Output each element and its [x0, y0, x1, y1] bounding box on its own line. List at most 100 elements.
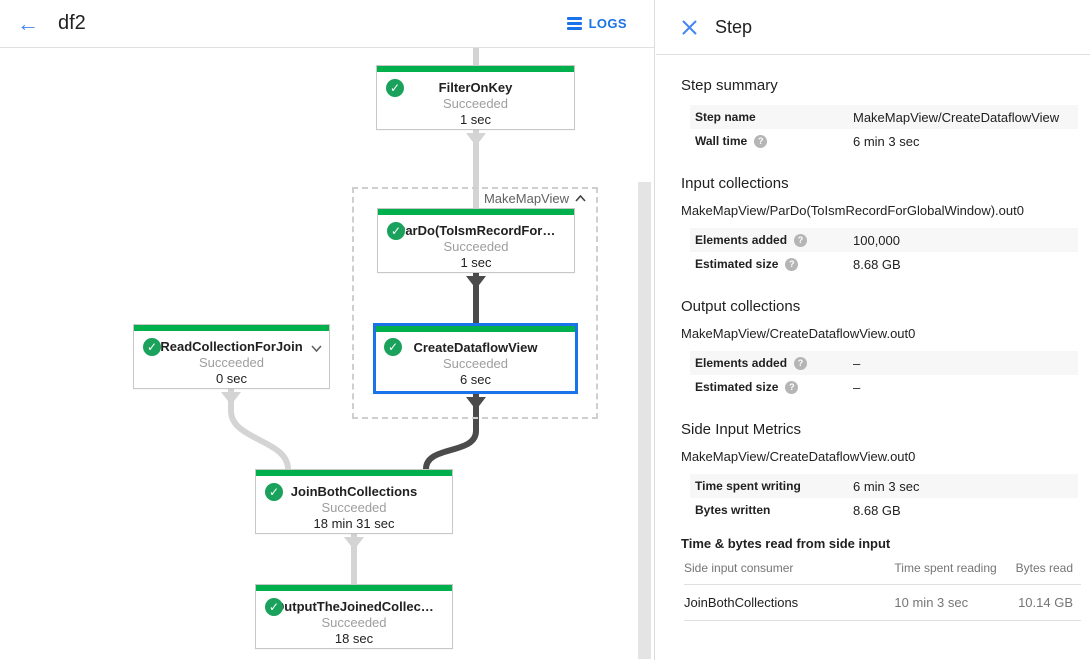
graph-scrollbar[interactable] [638, 182, 651, 659]
arrowhead [466, 133, 486, 146]
success-check-icon: ✓ [386, 79, 404, 97]
job-title: df2 [58, 12, 86, 34]
help-icon[interactable]: ? [785, 257, 799, 271]
node-status: Succeeded [321, 500, 387, 515]
chevron-up-icon [575, 195, 586, 202]
node-status-bar [377, 66, 574, 72]
arrowhead [466, 276, 486, 289]
section-step-summary: Step summary Step name MakeMapView/Creat… [681, 77, 1078, 153]
section-heading: Input collections [681, 175, 789, 192]
table-row: JoinBothCollections 10 min 3 sec 10.14 G… [684, 584, 1081, 621]
node-time: 1 sec [459, 112, 492, 127]
metric-row: Step name MakeMapView/CreateDataflowView [690, 105, 1078, 129]
metric-row: Bytes written 8.68 GB [690, 498, 1078, 522]
metric-row: Estimated size? 8.68 GB [690, 252, 1078, 276]
metric-value: – [853, 379, 861, 395]
graph-edges [221, 48, 486, 584]
group-makemapview: MakeMapView [352, 187, 598, 419]
metric-label: Bytes written [695, 503, 771, 517]
metric-label: Time spent writing [695, 479, 801, 493]
node-expand-toggle[interactable] [311, 339, 322, 357]
node-outputthejoinedcollection[interactable]: ✓ OutputTheJoinedCollec… Succeeded 18 se… [255, 584, 453, 649]
node-filteronkey[interactable]: ✓ FilterOnKey Succeeded 1 sec [376, 65, 575, 130]
metric-label: Estimated size [695, 380, 779, 394]
metric-value: 6 min 3 sec [853, 478, 920, 494]
help-icon[interactable]: ? [794, 233, 808, 247]
section-side-input-metrics: Side Input Metrics MakeMapView/CreateDat… [681, 421, 1078, 522]
arrowhead [466, 397, 486, 410]
metric-label: Estimated size [695, 257, 779, 271]
metric-value: – [853, 355, 861, 371]
help-icon[interactable]: ? [794, 356, 808, 370]
node-status: Succeeded [442, 356, 509, 371]
node-title: FilterOnKey [438, 80, 513, 95]
metric-value: 6 min 3 sec [853, 133, 920, 149]
node-title: ParDo(ToIsmRecordFor… [396, 223, 556, 238]
metric-label: Step name [695, 110, 756, 124]
node-time: 6 sec [459, 372, 492, 387]
metric-label: Elements added [695, 233, 788, 247]
node-pardo-toismrecord[interactable]: ✓ ParDo(ToIsmRecordFor… Succeeded 1 sec [377, 208, 575, 273]
section-heading: Step summary [681, 77, 778, 94]
node-title: CreateDataflowView [413, 340, 538, 355]
node-time: 1 sec [460, 255, 492, 270]
col-side-input-consumer: Side input consumer [684, 553, 895, 585]
node-status-bar [256, 470, 452, 476]
edge-createdataflowview-join [423, 394, 479, 470]
side-input-table: Side input consumer Time spent reading B… [684, 553, 1081, 621]
success-check-icon: ✓ [265, 483, 283, 501]
table-heading: Time & bytes read from side input [681, 536, 891, 551]
collection-name: MakeMapView/CreateDataflowView.out0 [681, 326, 916, 341]
step-panel-header: Step [656, 0, 1090, 55]
node-status-bar [378, 209, 574, 215]
success-check-icon: ✓ [387, 222, 405, 240]
metric-row: Time spent writing 6 min 3 sec [690, 474, 1078, 498]
metric-row: Wall time? 6 min 3 sec [690, 129, 1078, 153]
metric-label: Elements added [695, 356, 788, 370]
success-check-icon: ✓ [143, 338, 161, 356]
job-topbar: ← df2 LOGS [0, 0, 654, 48]
node-readcollectionforjoin[interactable]: ✓ ReadCollectionForJoin Succeeded 0 sec [133, 324, 330, 389]
arrowhead [221, 392, 241, 405]
col-time-spent-reading: Time spent reading [894, 553, 1002, 585]
cell-bytes-read: 10.14 GB [1001, 584, 1081, 621]
help-icon[interactable]: ? [785, 380, 799, 394]
group-makemapview-toggle[interactable]: MakeMapView [484, 191, 586, 206]
success-check-icon: ✓ [265, 598, 283, 616]
node-time: 18 sec [334, 631, 374, 646]
node-status: Succeeded [198, 355, 265, 370]
close-panel-button[interactable] [672, 10, 706, 44]
arrowhead [344, 537, 364, 550]
node-title: JoinBothCollections [290, 484, 418, 499]
section-input-collections: Input collections MakeMapView/ParDo(ToIs… [681, 175, 1078, 276]
node-status-bar [134, 325, 329, 331]
section-heading: Output collections [681, 298, 801, 315]
back-button[interactable]: ← [12, 8, 44, 40]
section-heading: Side Input Metrics [681, 421, 802, 438]
metric-row: Elements added? 100,000 [690, 228, 1078, 252]
step-panel-body: Step summary Step name MakeMapView/Creat… [656, 77, 1090, 621]
node-status-bar [376, 326, 575, 332]
help-icon[interactable]: ? [754, 134, 768, 148]
logs-button[interactable]: LOGS [566, 16, 627, 31]
metric-value: MakeMapView/CreateDataflowView [853, 109, 1060, 125]
node-status: Succeeded [443, 239, 509, 254]
node-status-bar [256, 585, 452, 591]
panel-title: Step [715, 16, 753, 37]
metric-row: Elements added? – [690, 351, 1078, 375]
node-time: 18 min 31 sec [313, 516, 395, 531]
node-joinbothcollections[interactable]: ✓ JoinBothCollections Succeeded 18 min 3… [255, 469, 453, 534]
back-arrow-icon: ← [17, 10, 39, 36]
close-icon [682, 20, 696, 34]
collection-name: MakeMapView/CreateDataflowView.out0 [681, 449, 916, 464]
cell-consumer: JoinBothCollections [684, 584, 895, 621]
group-label-text: MakeMapView [483, 191, 569, 206]
metric-row: Estimated size? – [690, 375, 1078, 399]
chevron-down-icon [311, 345, 322, 353]
metric-label: Wall time [695, 134, 748, 148]
col-bytes-read: Bytes read [1001, 553, 1081, 585]
logs-button-label: LOGS [588, 16, 627, 31]
node-createdataflowview-selected[interactable]: ✓ CreateDataflowView Succeeded 6 sec [373, 323, 578, 394]
node-status: Succeeded [442, 96, 509, 111]
